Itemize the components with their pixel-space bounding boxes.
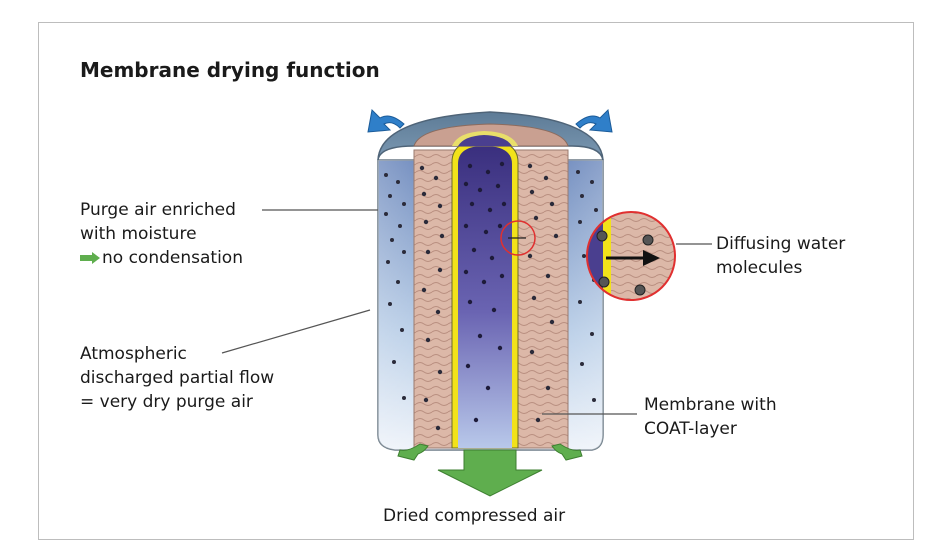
water-molecules-membrane (419, 163, 559, 431)
atmospheric-line2: discharged partial flow (80, 368, 275, 388)
membrane-line2: COAT-layer (644, 419, 737, 439)
inner-core (458, 146, 512, 448)
top-cap (377, 111, 604, 161)
purge-air-line3: no condensation (102, 248, 243, 268)
diffusing-line2: molecules (716, 258, 803, 278)
green-curved-arrow-icon (397, 443, 429, 461)
purge-air-label: Purge air enriched with moisture no cond… (80, 198, 243, 270)
green-arrow-icon (80, 252, 100, 264)
diffusing-line1: Diffusing water (716, 234, 846, 254)
dried-air-caption: Dried compressed air (383, 506, 566, 526)
atmospheric-line3: = very dry purge air (80, 392, 253, 412)
water-molecules-core (463, 161, 507, 423)
blue-curved-arrow-icon (575, 108, 613, 133)
diffusing-label: Diffusing water molecules (716, 232, 845, 280)
atmospheric-label: Atmospheric discharged partial flow = ve… (80, 342, 274, 414)
membrane-line1: Membrane with (644, 395, 777, 415)
purge-air-line1: Purge air enriched (80, 200, 236, 220)
leader-lines (221, 209, 712, 415)
diagram-frame (38, 22, 914, 540)
purge-air-line2: with moisture (80, 224, 197, 244)
membrane-label: Membrane with COAT-layer (644, 393, 777, 441)
blue-curved-arrow-icon (367, 108, 405, 133)
magnified-detail (586, 211, 676, 301)
dried-air-arrow-icon (437, 449, 543, 497)
green-curved-arrow-icon (551, 443, 583, 461)
page-title: Membrane drying function (80, 58, 380, 82)
atmospheric-line1: Atmospheric (80, 344, 187, 364)
red-circle-highlight-icon (500, 220, 536, 256)
